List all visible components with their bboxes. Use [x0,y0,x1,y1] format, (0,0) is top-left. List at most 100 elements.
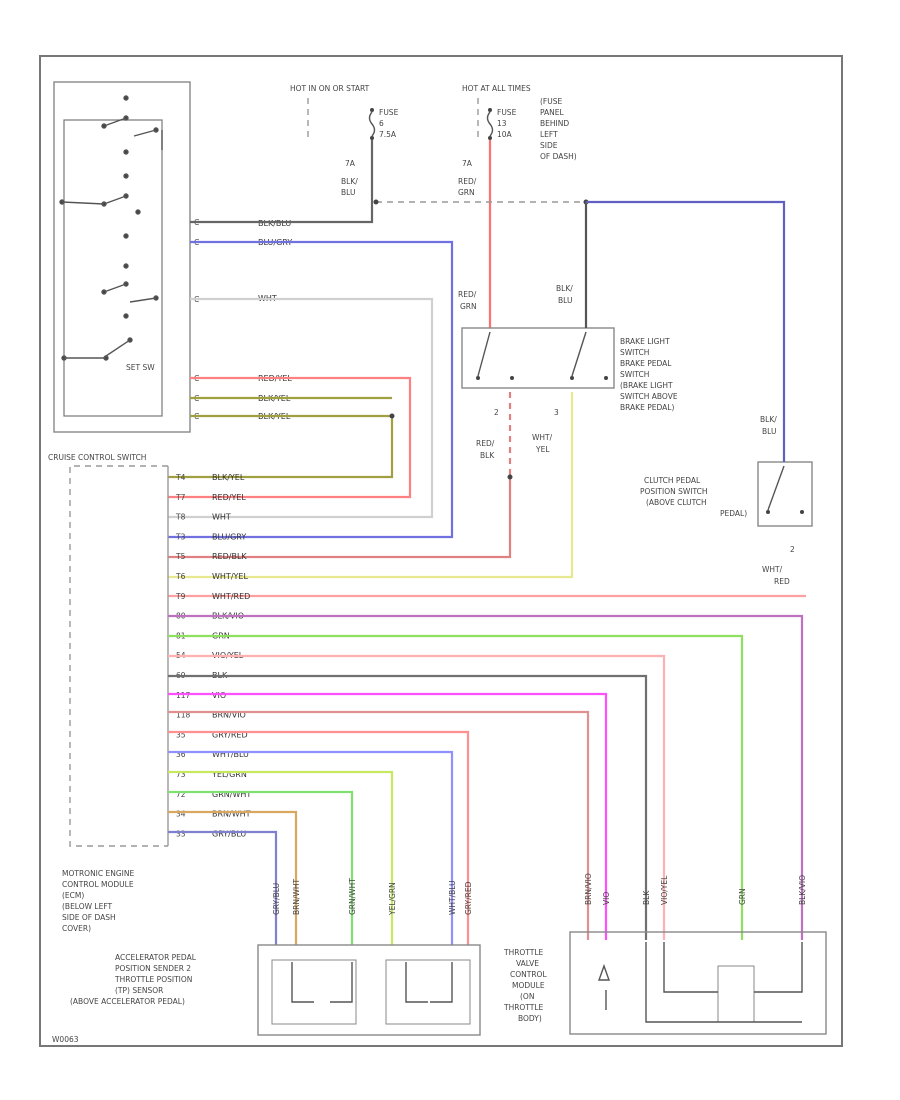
ecm-pin-33: 33 [176,829,186,838]
fuse-13-icon [486,108,494,140]
brake-label-2: SWITCH [620,348,649,357]
power-wire-left-1: 7A [345,159,356,168]
ecm-pin-118: 118 [176,711,191,720]
app-label-4: (TP) SENSOR [115,986,163,995]
ecm-wire-label-T4: BLK/YEL [212,473,245,482]
ecm-pin-72: 72 [176,790,186,799]
ecm-wire-label-T5: RED/BLK [212,552,247,561]
ecm-pin-117: 117 [176,691,191,700]
ecm-wire-label-T8: WHT [212,513,231,522]
tvm-label-7: BODY) [518,1014,542,1023]
ecm-label-5: SIDE OF DASH [62,913,116,922]
ecm-pin-73: 73 [176,770,186,779]
ecm-wire-label-73: YEL/GRN [211,770,247,779]
ecm-label-2: CONTROL MODULE [62,880,134,889]
ecm-pin-T3: T3 [175,532,186,541]
power-section: HOT IN ON OR START HOT AT ALL TIMES FUSE… [290,84,589,328]
cruise-control-switch: SET SW CRUISE CONTROL SWITCH C C C C C C… [48,81,454,539]
app-label-2: POSITION SENDER 2 [115,964,191,973]
fuse-panel-label-5: SIDE [540,141,558,150]
ecm-label-4: (BELOW LEFT [62,902,113,911]
wire-blk-blu-switch [190,202,374,224]
wire-blk-blu-to-clutch [586,200,786,462]
ecm-pin-T7: T7 [175,493,186,502]
tvm-label-2: VALVE [516,959,539,968]
brake-out-right-1: WHT/ [532,433,553,442]
fuse-13-rating: 10A [497,130,513,139]
brake-light-switch: RED/ GRN BLK/ BLU BRAKE LIGHT SWITCH BRA… [168,202,678,579]
ecm-wire-label-T9: WHT/RED [212,592,250,601]
brake-label-7: BRAKE PEDAL) [620,403,674,412]
wire-wht-blu [168,750,454,945]
brake-label-6: SWITCH ABOVE [620,392,678,401]
fuse-panel-label-3: BEHIND [540,119,569,128]
clutch-pedal-switch: BLK/ BLU CLUTCH PEDAL POSITION SWITCH (A… [168,200,813,598]
tvm-wire-tags-tag-1: VIO [602,892,611,905]
wire-red-blk-brake-ecm [168,477,512,559]
brake-label-1: BRAKE LIGHT [620,337,670,346]
wire-vio [168,692,608,940]
ecm-wire-label-T3: BLU/GRY [212,532,246,541]
app-label-3: THROTTLE POSITION [114,975,192,984]
clutch-in-1: BLK/ [760,415,777,424]
ecm-pin-34: 34 [176,810,186,819]
wire-brn-vio [168,710,590,940]
fuse-6-number: 6 [379,119,384,128]
clutch-label-2: POSITION SWITCH [640,487,708,496]
tvm-label-1: THROTTLE [503,948,544,957]
tvm-label-5: (ON [520,992,534,1001]
wire-blu-gry-switch [168,240,454,539]
brake-in-right-2: BLU [558,296,572,305]
ecm-wire-label-117: VIO [212,691,226,700]
wire-red-yel-switch [168,376,412,499]
power-wire-right-2: RED/ [458,177,477,186]
power-wire-left-3: BLU [341,188,355,197]
app-wire-tags-tag-3: YEL/GRN [388,882,397,916]
ecm-outline-dashed [69,465,168,847]
sensor-wires [168,614,804,945]
tvm-label-4: MODULE [512,981,545,990]
ecm-wire-label-35: GRY/RED [212,730,248,739]
clutch-out-1: WHT/ [762,565,783,574]
diagram-id: W0063 [52,1035,79,1044]
wire-gry-blu [168,830,278,945]
clutch-in-2: BLU [762,427,776,436]
wire-grn [168,634,744,940]
tvm-label-3: CONTROL [510,970,547,979]
app-label-1: ACCELERATOR PEDAL [115,953,197,962]
clutch-out-2: RED [774,577,790,586]
clutch-pin: 2 [790,545,795,554]
wire-blk-yel-switch-b [168,414,394,479]
tvm-wire-tags-tag-2: BLK [642,890,651,905]
wire-blk-vio [168,614,804,940]
app-wire-tags-tag-4: WHT/BLU [448,880,457,915]
wire-wht-yel-brake [168,392,574,579]
ecm-wire-label-T6: WHT/YEL [212,572,248,581]
brake-out-left-2: BLK [480,451,495,460]
ecm-pin-T6: T6 [175,572,186,581]
tvm-wire-tags-tag-0: BRN/VIO [584,873,593,905]
brake-in-left-2: GRN [460,302,477,311]
app-wire-tags-tag-1: BRN/WHT [292,878,301,915]
ecm-pin-36: 36 [176,750,186,759]
power-wire-right-1: 7A [462,159,473,168]
ecm-pin-T4: T4 [175,473,186,482]
brake-pin-right: 3 [554,408,559,417]
app-wire-tags-tag-5: GRY/RED [464,881,473,915]
fuse-6-icon [368,108,376,140]
ecm-wire-label-72: GRN/WHT [212,790,251,799]
ecm-wire-label-33: GRY/BLU [212,829,246,838]
app-wire-tags-tag-2: GRN/WHT [348,878,357,915]
brake-out-right-2: YEL [535,445,550,454]
ecm-wire-label-34: BRN/WHT [212,810,251,819]
ecm-pin-T8: T8 [175,513,186,522]
wire-gry-red [168,730,470,945]
fuse-6-rating: 7.5A [379,130,397,139]
ecm-label-3: (ECM) [62,891,84,900]
tvm-wire-tags-tag-4: GRN [738,888,747,905]
brake-in-left-1: RED/ [458,290,477,299]
